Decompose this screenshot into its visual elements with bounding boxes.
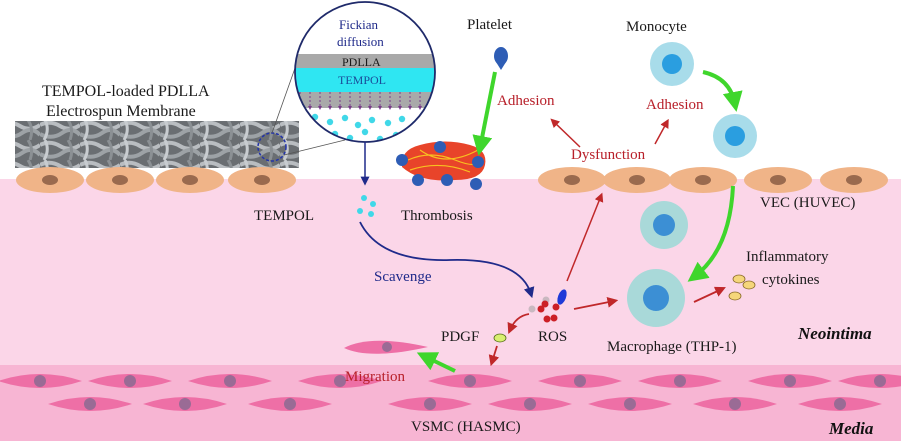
dysfunction-arrow-right bbox=[654, 118, 669, 145]
monocyte-arrow bbox=[702, 70, 743, 112]
dysfunction-label: Dysfunction bbox=[571, 147, 646, 163]
endothelial-cell bbox=[16, 167, 84, 193]
ros-to-macrophage-arrow bbox=[573, 296, 619, 310]
tempol-molecule bbox=[341, 114, 349, 122]
smooth-muscle-cell bbox=[488, 397, 572, 411]
platelet-label: Platelet bbox=[467, 17, 512, 33]
smooth-muscle-cell bbox=[798, 397, 882, 411]
monocyte-adhesion-label: Adhesion bbox=[646, 97, 704, 113]
thrombus bbox=[396, 141, 486, 190]
smooth-muscle-cell bbox=[143, 397, 227, 411]
endothelial-cell bbox=[538, 167, 606, 193]
tempol-molecule bbox=[406, 128, 414, 136]
membrane-label-line1: TEMPOL-loaded PDLLA bbox=[42, 83, 210, 100]
pdgf-label: PDGF bbox=[441, 329, 480, 345]
membrane-image bbox=[15, 121, 299, 168]
macrophage-arrow bbox=[687, 185, 735, 282]
tempol-molecule bbox=[368, 116, 376, 124]
smooth-muscle-cell bbox=[298, 374, 382, 388]
migrating-smc bbox=[344, 340, 428, 354]
intima-layer bbox=[0, 179, 901, 365]
pdgf-to-smc-arrow bbox=[488, 345, 500, 367]
platelet-adhesion-label: Adhesion bbox=[497, 93, 555, 109]
neointima-label: Neointima bbox=[798, 324, 872, 343]
diffusion-lens bbox=[294, 1, 436, 143]
endothelial-cell bbox=[603, 167, 671, 193]
tempol-layer-label: TEMPOL bbox=[338, 73, 386, 87]
tempol-particles bbox=[357, 195, 376, 217]
endothelial-cell bbox=[86, 167, 154, 193]
monocyte-top bbox=[650, 42, 694, 86]
vsmc-label: VSMC (HASMC) bbox=[411, 419, 521, 435]
tempol-molecule bbox=[398, 115, 406, 123]
migration-arrow bbox=[416, 352, 456, 373]
tempol-molecule bbox=[384, 119, 392, 127]
endothelial-cell bbox=[156, 167, 224, 193]
vec-label: VEC (HUVEC) bbox=[760, 195, 856, 211]
scavenge-arrow bbox=[359, 221, 535, 299]
inflammatory-label-line2: cytokines bbox=[762, 272, 820, 288]
inflammatory-label-line1: Inflammatory bbox=[746, 249, 829, 265]
smc-layer bbox=[0, 374, 901, 411]
smooth-muscle-cell bbox=[538, 374, 622, 388]
macrophage-label: Macrophage (THP-1) bbox=[607, 339, 737, 355]
smooth-muscle-cell bbox=[388, 397, 472, 411]
ros-cluster bbox=[528, 289, 567, 323]
media-label: Media bbox=[829, 419, 874, 438]
platelet-arrow bbox=[472, 71, 497, 156]
smooth-muscle-cell bbox=[838, 374, 901, 388]
monocyte-adhering bbox=[713, 114, 757, 158]
cytokine-arrow bbox=[693, 286, 726, 303]
smooth-muscle-cell bbox=[588, 397, 672, 411]
smooth-muscle-cell bbox=[188, 374, 272, 388]
pdgf-icon bbox=[493, 333, 507, 343]
zoom-line-bottom bbox=[283, 139, 346, 156]
cytokine-icons bbox=[728, 274, 756, 301]
smooth-muscle-cell bbox=[0, 374, 82, 388]
monocyte-label: Monocyte bbox=[626, 19, 687, 35]
smooth-muscle-cell bbox=[48, 397, 132, 411]
smooth-muscle-cell bbox=[88, 374, 172, 388]
ros-to-pdgf-arrow bbox=[507, 313, 530, 334]
ros-label: ROS bbox=[538, 329, 568, 345]
tempol-molecule bbox=[361, 128, 369, 136]
smooth-muscle-cell bbox=[428, 374, 512, 388]
endothelial-cell bbox=[228, 167, 296, 193]
endothelial-cell bbox=[669, 167, 737, 193]
pdlla-label: PDLLA bbox=[342, 55, 381, 69]
dysfunction-arrow-left bbox=[550, 118, 581, 148]
thrombosis-label: Thrombosis bbox=[401, 208, 473, 224]
membrane-label-line2: Electrospun Membrane bbox=[46, 103, 196, 120]
endothelial-cell bbox=[820, 167, 888, 193]
migration-label: Migration bbox=[345, 369, 405, 385]
tempol-molecule bbox=[354, 121, 362, 129]
smooth-muscle-cell bbox=[693, 397, 777, 411]
ros-to-vec-arrow bbox=[566, 192, 604, 282]
scavenge-label: Scavenge bbox=[374, 269, 432, 285]
tempol-molecule bbox=[326, 118, 334, 126]
tempol-label: TEMPOL bbox=[254, 208, 314, 224]
smooth-muscle-cell bbox=[748, 374, 832, 388]
smooth-muscle-cell bbox=[638, 374, 722, 388]
endothelial-layer bbox=[16, 167, 888, 193]
monocyte-transmigrating bbox=[640, 201, 688, 249]
macrophage-cell bbox=[627, 269, 685, 327]
endothelial-cell bbox=[744, 167, 812, 193]
platelet-icon bbox=[494, 47, 508, 70]
fickian-label-line1: Fickian bbox=[339, 17, 378, 32]
fickian-label-line2: diffusion bbox=[337, 34, 384, 49]
smooth-muscle-cell bbox=[248, 397, 332, 411]
